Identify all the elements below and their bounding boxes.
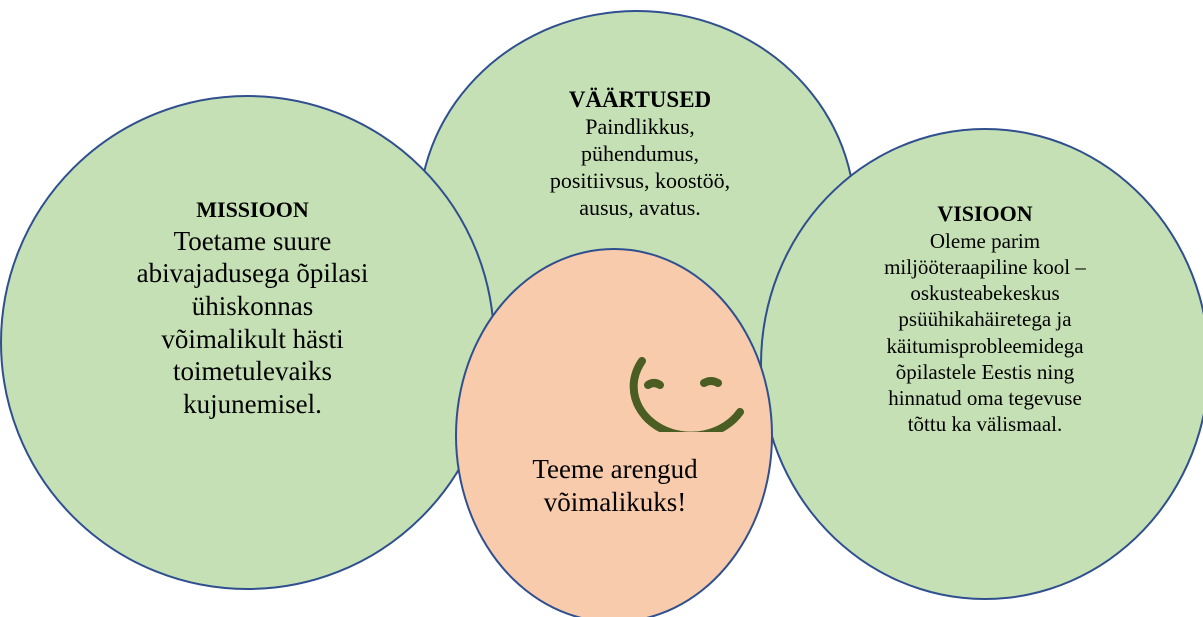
values-line: Paindlikkus, bbox=[585, 114, 695, 140]
center-circle bbox=[455, 248, 773, 617]
mission-line: abivajadusega õpilasi bbox=[136, 258, 369, 289]
vision-line: hinnatud oma tegevuse bbox=[888, 386, 1082, 410]
vision-line: oskusteabekeskus bbox=[910, 281, 1060, 305]
vision-line: tõttu ka välismaal. bbox=[907, 412, 1063, 437]
values-text-block: VÄÄRTUSED Paindlikkus, pühendumus, posit… bbox=[500, 86, 780, 221]
vision-line: käitumisprobleemidega bbox=[886, 333, 1084, 358]
vision-line: õpilastele Eestis ning bbox=[895, 359, 1075, 384]
center-slogan-line: Teeme arengud bbox=[532, 454, 698, 484]
values-heading: VÄÄRTUSED bbox=[568, 87, 712, 112]
mission-line: ühiskonnas bbox=[191, 290, 314, 321]
smiley-icon bbox=[629, 357, 744, 432]
values-line: positiivsus, koostöö, bbox=[549, 167, 731, 193]
mission-line: Toetame suure bbox=[173, 225, 332, 256]
mission-line: toimetulevaiks bbox=[173, 356, 332, 387]
vision-line: psüühikahäiretega ja bbox=[898, 307, 1072, 332]
vision-heading: VISIOON bbox=[937, 201, 1033, 226]
mission-line: kujunemisel. bbox=[183, 388, 322, 419]
vision-line: Oleme parim bbox=[929, 228, 1041, 253]
mission-text-block: MISSIOON Toetame suure abivajadusega õpi… bbox=[110, 196, 395, 421]
values-line: ausus, avatus. bbox=[579, 194, 701, 220]
mission-heading: MISSIOON bbox=[196, 197, 309, 222]
center-slogan-line: võimalikuks! bbox=[543, 486, 687, 517]
values-line: pühendumus, bbox=[581, 140, 699, 166]
mission-circle bbox=[0, 95, 495, 590]
vision-text-block: VISIOON Oleme parim miljööteraapiline ko… bbox=[835, 200, 1135, 438]
mission-line: võimalikult hästi bbox=[161, 323, 344, 354]
center-text-block: Teeme arengud võimalikuks! bbox=[495, 453, 735, 519]
vision-line: miljööteraapiline kool – bbox=[884, 254, 1086, 279]
